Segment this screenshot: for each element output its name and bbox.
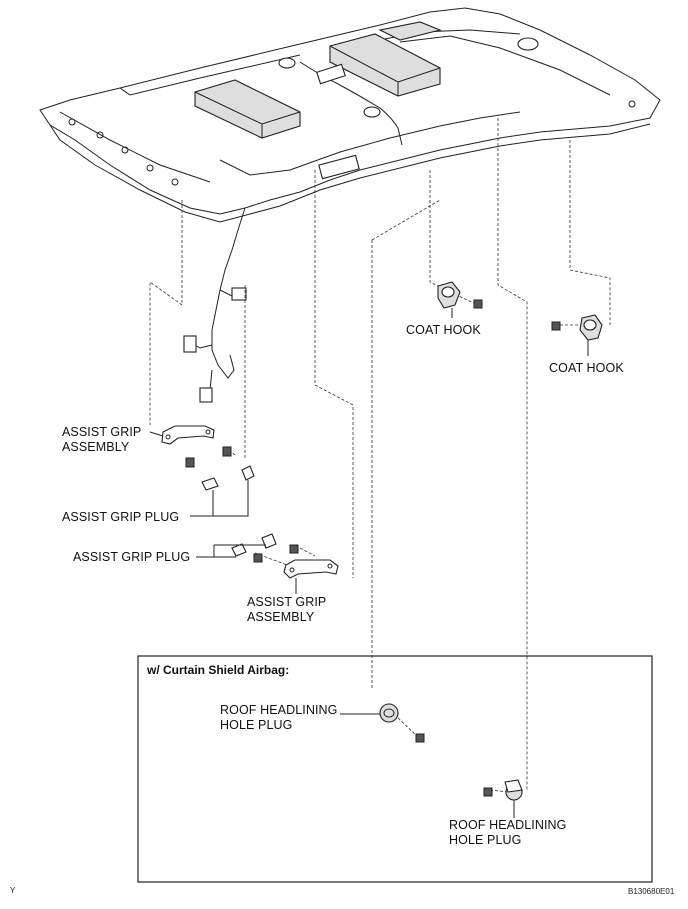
assist-grip-assembly-label-2: ASSIST GRIP ASSEMBLY xyxy=(247,595,327,624)
curtain-shield-airbag-box xyxy=(137,655,653,883)
assist-grip-plug-parts-2 xyxy=(196,533,299,563)
curtain-shield-airbag-title: w/ Curtain Shield Airbag: xyxy=(147,663,290,677)
assist-grip-assembly-part-1 xyxy=(149,425,232,468)
roof-headlining-hole-plug-part-2 xyxy=(483,779,523,818)
wire-harness xyxy=(183,207,247,403)
leader-lines xyxy=(149,118,611,793)
assist-grip-plug-parts-1 xyxy=(190,465,255,517)
coat-hook-part-1 xyxy=(437,281,483,318)
assist-grip-assembly-part-2 xyxy=(283,559,339,594)
footer-left-mark: Y xyxy=(10,886,16,895)
figure-code: B130680E01 xyxy=(628,887,675,896)
coat-hook-label-1: COAT HOOK xyxy=(406,323,481,337)
roof-headlining-hole-plug-part-1 xyxy=(340,703,425,743)
roof-headlining-hole-plug-label-2: ROOF HEADLINING HOLE PLUG xyxy=(449,818,567,847)
roof-headlining-hole-plug-label-1: ROOF HEADLINING HOLE PLUG xyxy=(220,703,338,732)
coat-hook-part-2 xyxy=(551,314,603,356)
assist-grip-assembly-label-1: ASSIST GRIP ASSEMBLY xyxy=(62,425,142,454)
roof-headlining xyxy=(39,7,661,223)
assist-grip-plug-label-1: ASSIST GRIP PLUG xyxy=(62,510,180,524)
coat-hook-label-2: COAT HOOK xyxy=(549,361,624,375)
assist-grip-plug-label-2: ASSIST GRIP PLUG xyxy=(73,550,191,564)
